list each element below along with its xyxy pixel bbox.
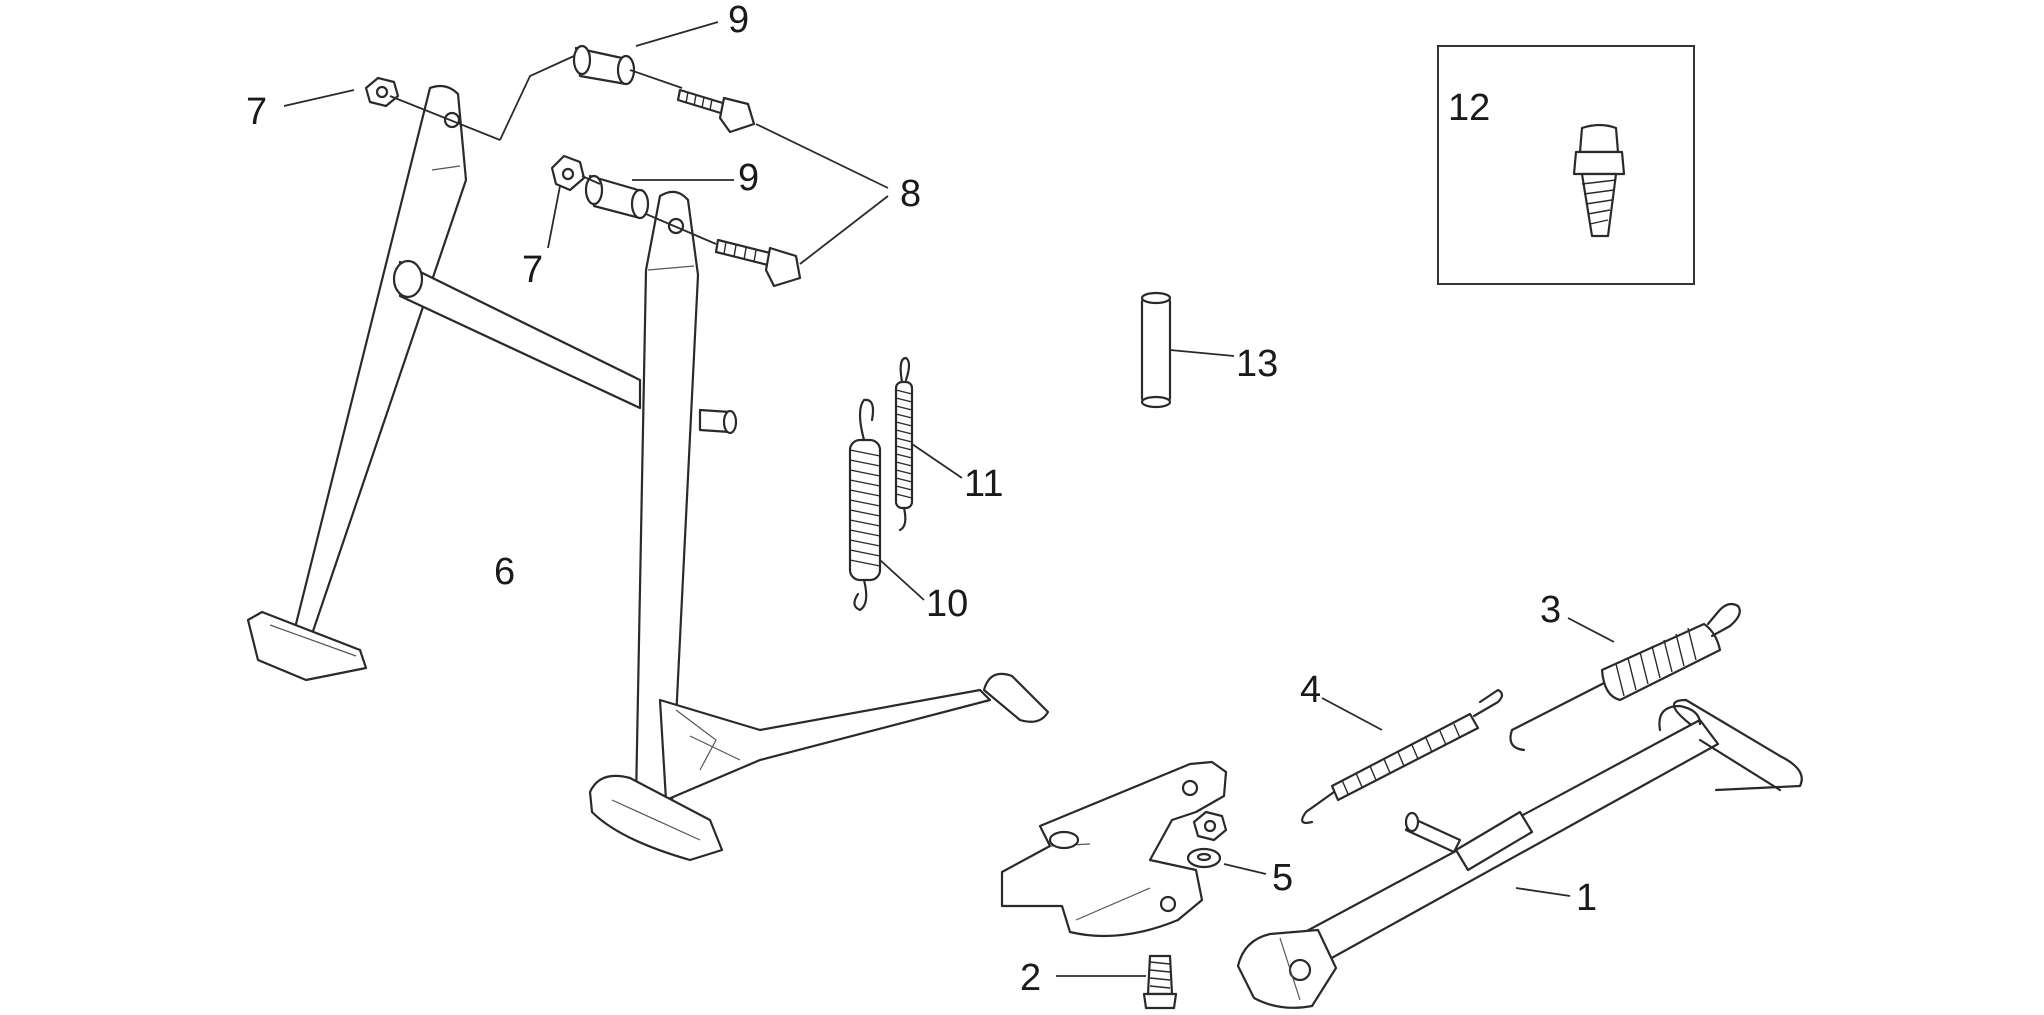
washer-5 — [1186, 847, 1222, 869]
leader-lines — [283, 21, 1615, 977]
callout-5: 5 — [1272, 857, 1293, 899]
callout-12: 12 — [1448, 87, 1490, 129]
callout-3: 3 — [1540, 589, 1561, 631]
callout-8: 8 — [900, 173, 921, 215]
callout-4: 4 — [1300, 669, 1321, 711]
spring-3 — [1509, 602, 1741, 752]
nut-upper — [364, 76, 400, 108]
callout-6: 6 — [494, 551, 515, 593]
bushing-upper — [572, 44, 636, 86]
spring-11 — [894, 356, 914, 532]
spring-4 — [1301, 688, 1504, 824]
nut-lower — [550, 154, 586, 192]
stud-12 — [1572, 123, 1626, 238]
callout-13: 13 — [1236, 343, 1278, 385]
callout-7-lower: 7 — [522, 249, 543, 291]
pin-13 — [1140, 291, 1172, 409]
frame-bracket — [1000, 760, 1228, 938]
callout-9-upper: 9 — [728, 0, 749, 41]
callout-10: 10 — [926, 583, 968, 625]
bolt-upper — [676, 88, 756, 134]
pivot-bolt-2 — [1142, 954, 1178, 1010]
callout-9-lower: 9 — [738, 157, 759, 199]
inset-box-12 — [1437, 45, 1695, 285]
callout-1: 1 — [1576, 877, 1597, 919]
callout-11: 11 — [964, 463, 1003, 505]
center-stand — [246, 84, 1050, 862]
callout-2: 2 — [1020, 957, 1041, 999]
side-stand — [1236, 698, 1803, 1009]
spring-10 — [848, 398, 882, 612]
bolt-lower — [714, 238, 802, 288]
callout-7-upper: 7 — [246, 91, 267, 133]
nut-5 — [1192, 810, 1228, 842]
